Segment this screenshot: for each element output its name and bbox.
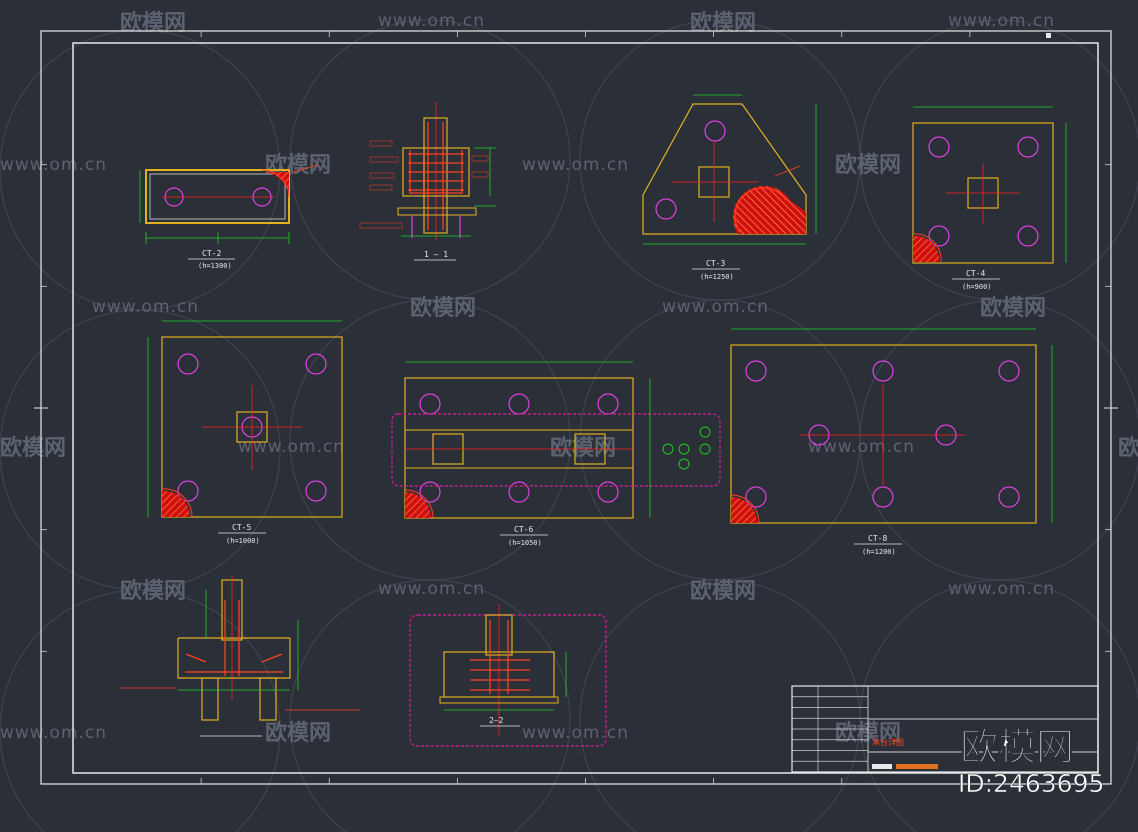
watermark-site: www.om.cn bbox=[948, 11, 1055, 31]
watermark-site: www.om.cn bbox=[522, 155, 629, 175]
watermark-site: www.om.cn bbox=[378, 579, 485, 599]
drawing-height-label: (h=1050) bbox=[508, 539, 542, 547]
watermark-site: www.om.cn bbox=[662, 297, 769, 317]
watermark-layer bbox=[0, 19, 1138, 832]
stamp-brand: 欧模网 bbox=[960, 725, 1074, 769]
watermark-site: www.om.cn bbox=[0, 723, 107, 743]
watermark-site: www.om.cn bbox=[808, 437, 915, 457]
watermark-brand: 欧模网 bbox=[265, 720, 331, 746]
drawing-ct-6: CT-6 (h=1050) bbox=[391, 361, 721, 547]
section-title: 2—2 bbox=[489, 716, 504, 725]
watermark-brand: 欧模网 bbox=[550, 435, 616, 461]
drawing-height-label: (h=900) bbox=[962, 283, 992, 291]
drawing-title: CT-4 bbox=[966, 269, 985, 278]
watermark-brand: 欧模网 bbox=[120, 10, 186, 36]
drawing-height-label: (h=1250) bbox=[700, 273, 734, 281]
drawing-ct-8: CT-8 (h=1200) bbox=[730, 328, 1053, 556]
drawing-ct-4: CT-4 (h=900) bbox=[912, 106, 1067, 291]
watermark-site: www.om.cn bbox=[92, 297, 199, 317]
section-title: 1 — 1 bbox=[424, 250, 448, 259]
watermark-site: www.om.cn bbox=[948, 579, 1055, 599]
drawing-ct-2: CT-2 (h=1300) bbox=[139, 164, 319, 270]
watermark-brand: 欧模网 bbox=[410, 295, 476, 321]
watermark-text-layer: 欧模网 www.om.cn 欧模网 www.om.cn www.om.cn 欧模… bbox=[0, 10, 1138, 746]
drawing-ct-3: CT-3 (h=1250) bbox=[642, 94, 817, 281]
drawing-frame bbox=[34, 30, 1118, 785]
watermark-brand: 欧模网 bbox=[1118, 435, 1138, 461]
drawing-section-2-2: 2—2 bbox=[409, 604, 607, 747]
watermark-site: www.om.cn bbox=[378, 11, 485, 31]
stamp-id: ID:2463695 bbox=[958, 769, 1104, 798]
drawing-title: CT-5 bbox=[232, 523, 251, 532]
drawing-ct-5: CT-5 (h=1000) bbox=[147, 320, 343, 545]
drawing-title: CT-3 bbox=[706, 259, 725, 268]
watermark-brand: 欧模网 bbox=[690, 10, 756, 36]
watermark-stamp: 欧模网 ID:2463695 bbox=[958, 725, 1105, 799]
drawing-height-label: (h=1000) bbox=[226, 537, 260, 545]
watermark-brand: 欧模网 bbox=[0, 435, 66, 461]
drawing-title: CT-6 bbox=[514, 525, 533, 534]
watermark-site: www.om.cn bbox=[522, 723, 629, 743]
watermark-brand: 欧模网 bbox=[120, 578, 186, 604]
watermark-brand: 欧模网 bbox=[835, 152, 901, 178]
title-block: 承台详图 bbox=[791, 685, 1099, 773]
watermark-site: www.om.cn bbox=[238, 437, 345, 457]
drawing-bottom-left-section bbox=[120, 576, 360, 737]
drawing-height-label: (h=1300) bbox=[198, 262, 232, 270]
drawing-title: CT-8 bbox=[868, 534, 887, 543]
drawing-name: 承台详图 bbox=[872, 737, 904, 747]
watermark-brand: 欧模网 bbox=[980, 295, 1046, 321]
drawing-title: CT-2 bbox=[202, 249, 221, 258]
drawing-section-1-1: 1 — 1 bbox=[359, 102, 496, 261]
watermark-site: www.om.cn bbox=[0, 155, 107, 175]
drawing-height-label: (h=1200) bbox=[862, 548, 896, 556]
watermark-brand: 欧模网 bbox=[690, 578, 756, 604]
frame-grid-ticks bbox=[41, 31, 1111, 784]
